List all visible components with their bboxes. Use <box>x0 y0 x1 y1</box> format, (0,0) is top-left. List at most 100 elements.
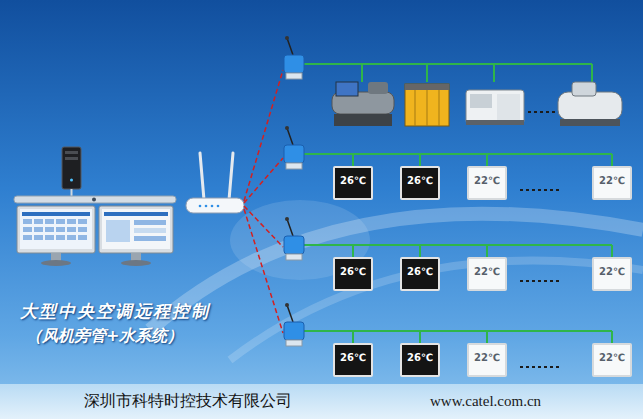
chiller <box>439 84 440 126</box>
display-reading: 22℃ <box>599 352 625 363</box>
monitor <box>51 253 61 261</box>
gateway <box>284 126 304 169</box>
display-reading: 26℃ <box>340 352 366 363</box>
gateway <box>284 217 304 260</box>
subtitle: （风机旁管+水系统） <box>26 326 183 347</box>
background <box>150 214 643 330</box>
display-reading: 22℃ <box>599 175 625 186</box>
website: www.catel.com.cn <box>430 393 541 410</box>
server-tower <box>65 157 78 160</box>
gateway <box>284 55 304 73</box>
chiller <box>405 84 449 126</box>
monitor <box>134 220 166 225</box>
chiller <box>405 84 449 126</box>
background <box>0 384 643 419</box>
display-reading: 26℃ <box>407 266 433 277</box>
monitor <box>23 219 87 240</box>
wireless-link <box>244 70 283 201</box>
chiller <box>368 82 388 94</box>
display-reading: 26℃ <box>407 352 433 363</box>
gateway <box>284 236 304 254</box>
background <box>230 200 370 280</box>
dots <box>520 366 562 368</box>
server-tower <box>65 151 78 154</box>
gateway <box>285 126 289 130</box>
server-tower <box>62 147 81 189</box>
monitor <box>56 219 65 224</box>
thermostat-panel: 26℃ <box>333 166 373 200</box>
display-reading: 26℃ <box>340 175 366 186</box>
gateway <box>284 303 304 346</box>
network-bar <box>92 198 96 202</box>
chiller <box>572 82 596 96</box>
router <box>229 153 233 200</box>
monitor <box>41 260 71 266</box>
monitor <box>134 228 166 233</box>
server-tower <box>62 147 81 197</box>
thermostat-panel: 26℃ <box>400 166 440 200</box>
monitor <box>104 212 168 216</box>
thermostat-panel: 26℃ <box>400 257 440 291</box>
monitor <box>67 227 76 232</box>
dots <box>520 189 562 191</box>
display-reading: 22℃ <box>474 266 500 277</box>
chiller <box>427 84 428 126</box>
chiller <box>466 120 524 125</box>
monitor <box>56 227 65 232</box>
chiller <box>405 84 449 90</box>
thermostat-panel: 22℃ <box>592 257 632 291</box>
thermostat-panel: 22℃ <box>467 166 507 200</box>
gateway <box>287 128 293 145</box>
company-name: 深圳市科特时控技术有限公司 <box>84 391 292 412</box>
bus-wire <box>304 331 612 343</box>
chiller <box>466 90 524 124</box>
monitor <box>67 235 76 240</box>
thermostat-panel: 26℃ <box>333 257 373 291</box>
chiller <box>466 90 524 125</box>
display-reading: 22℃ <box>474 175 500 186</box>
monitor <box>106 220 130 242</box>
thermostat-panel: 26℃ <box>333 343 373 377</box>
monitor <box>45 235 54 240</box>
monitor <box>23 219 32 224</box>
gateway <box>284 36 304 79</box>
monitor <box>23 235 32 240</box>
gateway <box>287 305 293 322</box>
thermostat-panel: 26℃ <box>400 343 440 377</box>
chiller <box>336 82 358 96</box>
router <box>205 205 208 208</box>
monitor <box>78 219 87 224</box>
dots <box>520 280 562 282</box>
monitor <box>99 206 173 253</box>
bus-wire <box>304 64 592 82</box>
gateway <box>286 340 302 346</box>
thermostat-panel: 22℃ <box>592 343 632 377</box>
title: 大型中央空调远程控制 <box>20 300 210 323</box>
router <box>186 153 244 213</box>
gateway <box>284 322 304 340</box>
network-bar <box>14 196 176 203</box>
chiller <box>415 84 416 126</box>
monitor <box>67 219 76 224</box>
monitor <box>23 227 32 232</box>
display-reading: 26℃ <box>407 175 433 186</box>
thermostat-panel: 22℃ <box>592 166 632 200</box>
chiller <box>560 119 620 126</box>
router <box>200 153 204 200</box>
monitor <box>34 227 43 232</box>
wireless-link <box>244 209 283 333</box>
chiller <box>334 114 392 126</box>
monitor <box>34 235 43 240</box>
chiller <box>558 82 622 126</box>
monitor <box>131 253 141 261</box>
router <box>211 205 214 208</box>
dots <box>528 111 558 113</box>
monitor <box>78 235 87 240</box>
monitor <box>56 235 65 240</box>
chiller <box>332 82 394 126</box>
bus-wire <box>304 154 612 166</box>
gateway <box>285 303 289 307</box>
